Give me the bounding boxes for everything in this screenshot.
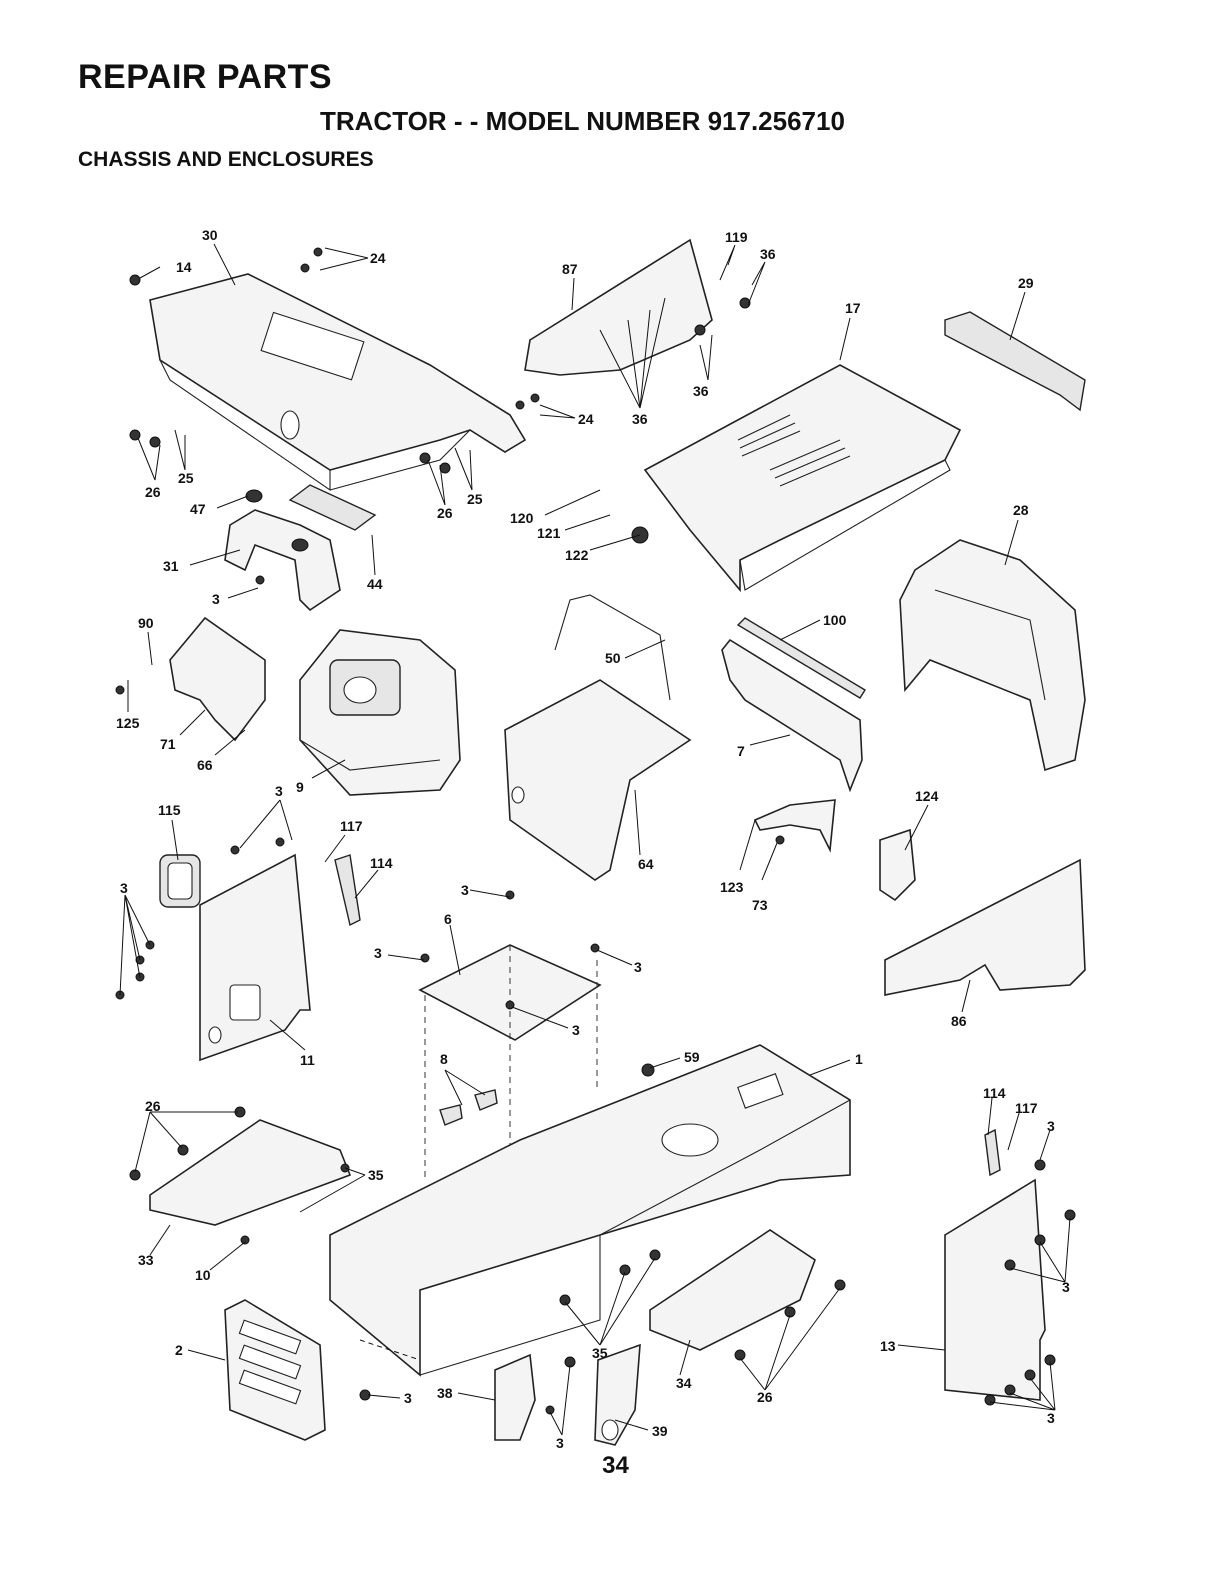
callout-1: 1: [855, 1051, 863, 1067]
part-left-side-panel: [200, 855, 310, 1060]
part-front-bracket: [755, 800, 835, 850]
part-plate: [170, 618, 265, 740]
part-bracket-38: [495, 1355, 535, 1440]
callout-3: 3: [556, 1435, 564, 1451]
callout-114: 114: [983, 1085, 1006, 1101]
callout-24: 24: [578, 411, 594, 427]
callout-25: 25: [467, 491, 483, 507]
callout-9: 9: [296, 779, 304, 795]
callout-11: 11: [300, 1052, 315, 1068]
part-front-plate: [225, 1300, 325, 1440]
callout-7: 7: [737, 743, 745, 759]
part-front-housing: [900, 540, 1085, 770]
callout-90: 90: [138, 615, 154, 631]
part-seat-pan: [505, 680, 690, 880]
part-dash-panel: [150, 274, 525, 490]
callout-29: 29: [1018, 275, 1034, 291]
callout-122: 122: [565, 547, 589, 563]
part-bracket-114: [335, 855, 360, 925]
callout-30: 30: [202, 227, 218, 243]
callout-36: 36: [632, 411, 648, 427]
callout-3: 3: [212, 591, 220, 607]
callout-36: 36: [760, 246, 776, 262]
callout-125: 125: [116, 715, 140, 731]
callout-13: 13: [880, 1338, 896, 1354]
part-left-footrest: [150, 1120, 350, 1225]
callout-3: 3: [461, 882, 469, 898]
callout-39: 39: [652, 1423, 668, 1439]
callout-33: 33: [138, 1252, 154, 1268]
callout-3: 3: [404, 1390, 412, 1406]
callout-25: 25: [178, 470, 194, 486]
callout-28: 28: [1013, 502, 1029, 518]
callout-47: 47: [190, 501, 206, 517]
callout-114: 114: [370, 855, 393, 871]
callout-3: 3: [572, 1022, 580, 1038]
callout-3: 3: [1047, 1410, 1055, 1426]
callout-36: 36: [693, 383, 709, 399]
callout-26: 26: [437, 505, 453, 521]
callout-121: 121: [537, 525, 561, 541]
callout-86: 86: [951, 1013, 967, 1029]
callout-50: 50: [605, 650, 621, 666]
callout-8: 8: [440, 1051, 448, 1067]
part-fuel-tank: [300, 630, 460, 795]
callout-31: 31: [163, 558, 179, 574]
part-bracket-114b: [985, 1130, 1000, 1175]
callout-26: 26: [757, 1389, 773, 1405]
callout-35: 35: [368, 1167, 384, 1183]
part-clips: [440, 1090, 497, 1125]
callout-35: 35: [592, 1345, 608, 1361]
callout-44: 44: [367, 576, 383, 592]
callout-26: 26: [145, 484, 161, 500]
part-grommet: [160, 855, 200, 907]
callout-120: 120: [510, 510, 534, 526]
part-right-side-panel: [945, 1180, 1045, 1400]
callout-117: 117: [1015, 1100, 1038, 1116]
part-hood-rod: [555, 595, 670, 700]
callout-3: 3: [275, 783, 283, 799]
callout-59: 59: [684, 1049, 700, 1065]
callout-3: 3: [120, 880, 128, 896]
callout-64: 64: [638, 856, 654, 872]
callout-3: 3: [634, 959, 642, 975]
callout-3: 3: [374, 945, 382, 961]
part-grille: [945, 312, 1085, 410]
part-right-footrest: [650, 1230, 815, 1350]
callout-117: 117: [340, 818, 363, 834]
callout-6: 6: [444, 911, 452, 927]
part-upper-panel: [525, 240, 712, 375]
callout-24: 24: [370, 250, 386, 266]
callout-66: 66: [197, 757, 213, 773]
callout-123: 123: [720, 879, 744, 895]
callout-100: 100: [823, 612, 847, 628]
part-main-frame: [330, 1045, 850, 1375]
callout-34: 34: [676, 1375, 692, 1391]
callout-10: 10: [195, 1267, 211, 1283]
callout-38: 38: [437, 1385, 453, 1401]
callout-26: 26: [145, 1098, 161, 1114]
callout-115: 115: [158, 802, 181, 818]
callout-71: 71: [160, 736, 176, 752]
callout-3: 3: [1047, 1118, 1055, 1134]
callout-87: 87: [562, 261, 578, 277]
callout-2: 2: [175, 1342, 183, 1358]
callout-119: 119: [725, 229, 748, 245]
callout-73: 73: [752, 897, 768, 913]
page-number: 34: [0, 1452, 1231, 1480]
callout-124: 124: [915, 788, 939, 804]
callout-17: 17: [845, 300, 861, 316]
part-hood-support: [722, 640, 862, 790]
callout-14: 14: [176, 259, 192, 275]
callout-3: 3: [1062, 1279, 1070, 1295]
